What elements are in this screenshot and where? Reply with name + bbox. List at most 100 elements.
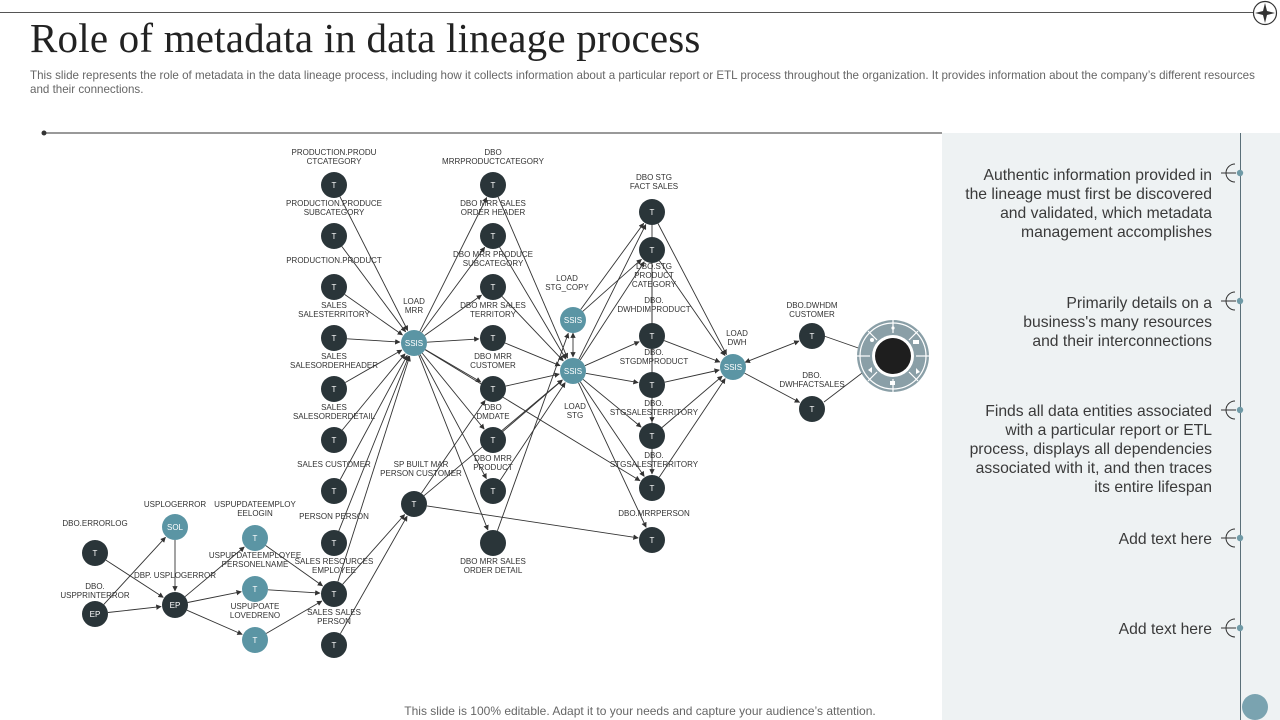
lineage-edge [424, 349, 641, 482]
lineage-edge [344, 294, 403, 336]
node-label: SALES [321, 403, 347, 412]
lineage-edge [187, 590, 242, 603]
page-subtitle: This slide represents the role of metada… [30, 69, 1255, 96]
description-panel [942, 133, 1280, 720]
lineage-node-sc[interactable]: TSALES CUSTOMER [297, 460, 371, 504]
node-type-label: T [253, 636, 258, 645]
node-circle [321, 325, 347, 351]
node-label: PERSON [317, 617, 351, 626]
node-label: SALES [321, 301, 347, 310]
node-label: CUSTOMER [789, 310, 835, 319]
dashboard-hub [857, 320, 929, 392]
node-circle [321, 632, 347, 658]
node-label: SALES [321, 352, 347, 361]
lineage-edge [340, 515, 408, 634]
diagram-rule-dot [41, 130, 47, 136]
node-label: SUBCATEGORY [463, 259, 524, 268]
lineage-edge [339, 354, 408, 480]
panel-item-line: the lineage must first be discovered [965, 186, 1212, 203]
node-circle [639, 372, 665, 398]
node-circle [162, 514, 188, 540]
node-type-label: T [650, 432, 655, 441]
lineage-edge [346, 338, 401, 345]
lineage-edge [342, 514, 406, 585]
node-label: MRRPRODUCTCATEGORY [442, 157, 545, 166]
node-type-label: SSIS [564, 367, 582, 376]
compass-icon [1252, 0, 1278, 26]
lineage-edge [341, 353, 406, 431]
node-circle [799, 396, 825, 422]
node-circle [639, 423, 665, 449]
node-type-label: T [650, 381, 655, 390]
node-circle [321, 223, 347, 249]
node-circle [480, 325, 506, 351]
footer-note: This slide is 100% editable. Adapt it to… [404, 704, 876, 718]
lineage-node-msod[interactable]: DBO MRR SALESORDER DETAIL [460, 530, 526, 575]
lineage-edge [426, 505, 639, 540]
node-type-label: T [332, 539, 337, 548]
panel-item-line: business's many resources [1023, 314, 1212, 331]
node-label: DWHFACTSALES [779, 380, 844, 389]
lineage-edge [419, 354, 487, 480]
node-label: CTCATEGORY [307, 157, 362, 166]
node-label: DBO MRR [474, 454, 512, 463]
node-label: USPUPDATEEMPLOY [214, 500, 296, 509]
node-circle [639, 199, 665, 225]
lineage-edge [421, 400, 486, 494]
lineage-edge [497, 196, 569, 359]
node-circle [480, 530, 506, 556]
node-type-label: T [332, 590, 337, 599]
panel-item-line: and validated, which metadata [1000, 205, 1212, 222]
node-label: LOAD [726, 329, 748, 338]
node-circle [242, 576, 268, 602]
node-label: DBO. [644, 348, 664, 357]
node-label: DBO. [802, 371, 822, 380]
node-label: DBO MRR PRODUCE [453, 250, 533, 259]
node-label: STGSALESTERRITORY [610, 408, 699, 417]
node-type-label: EP [170, 601, 181, 610]
panel-item-5: Add text here [1119, 620, 1212, 639]
panel-item-line: management accomplishes [1021, 224, 1212, 241]
node-type-label: T [491, 181, 496, 190]
node-circle [480, 274, 506, 300]
node-label: STG_COPY [545, 283, 589, 292]
node-label: PERSON CUSTOMER [380, 469, 462, 478]
